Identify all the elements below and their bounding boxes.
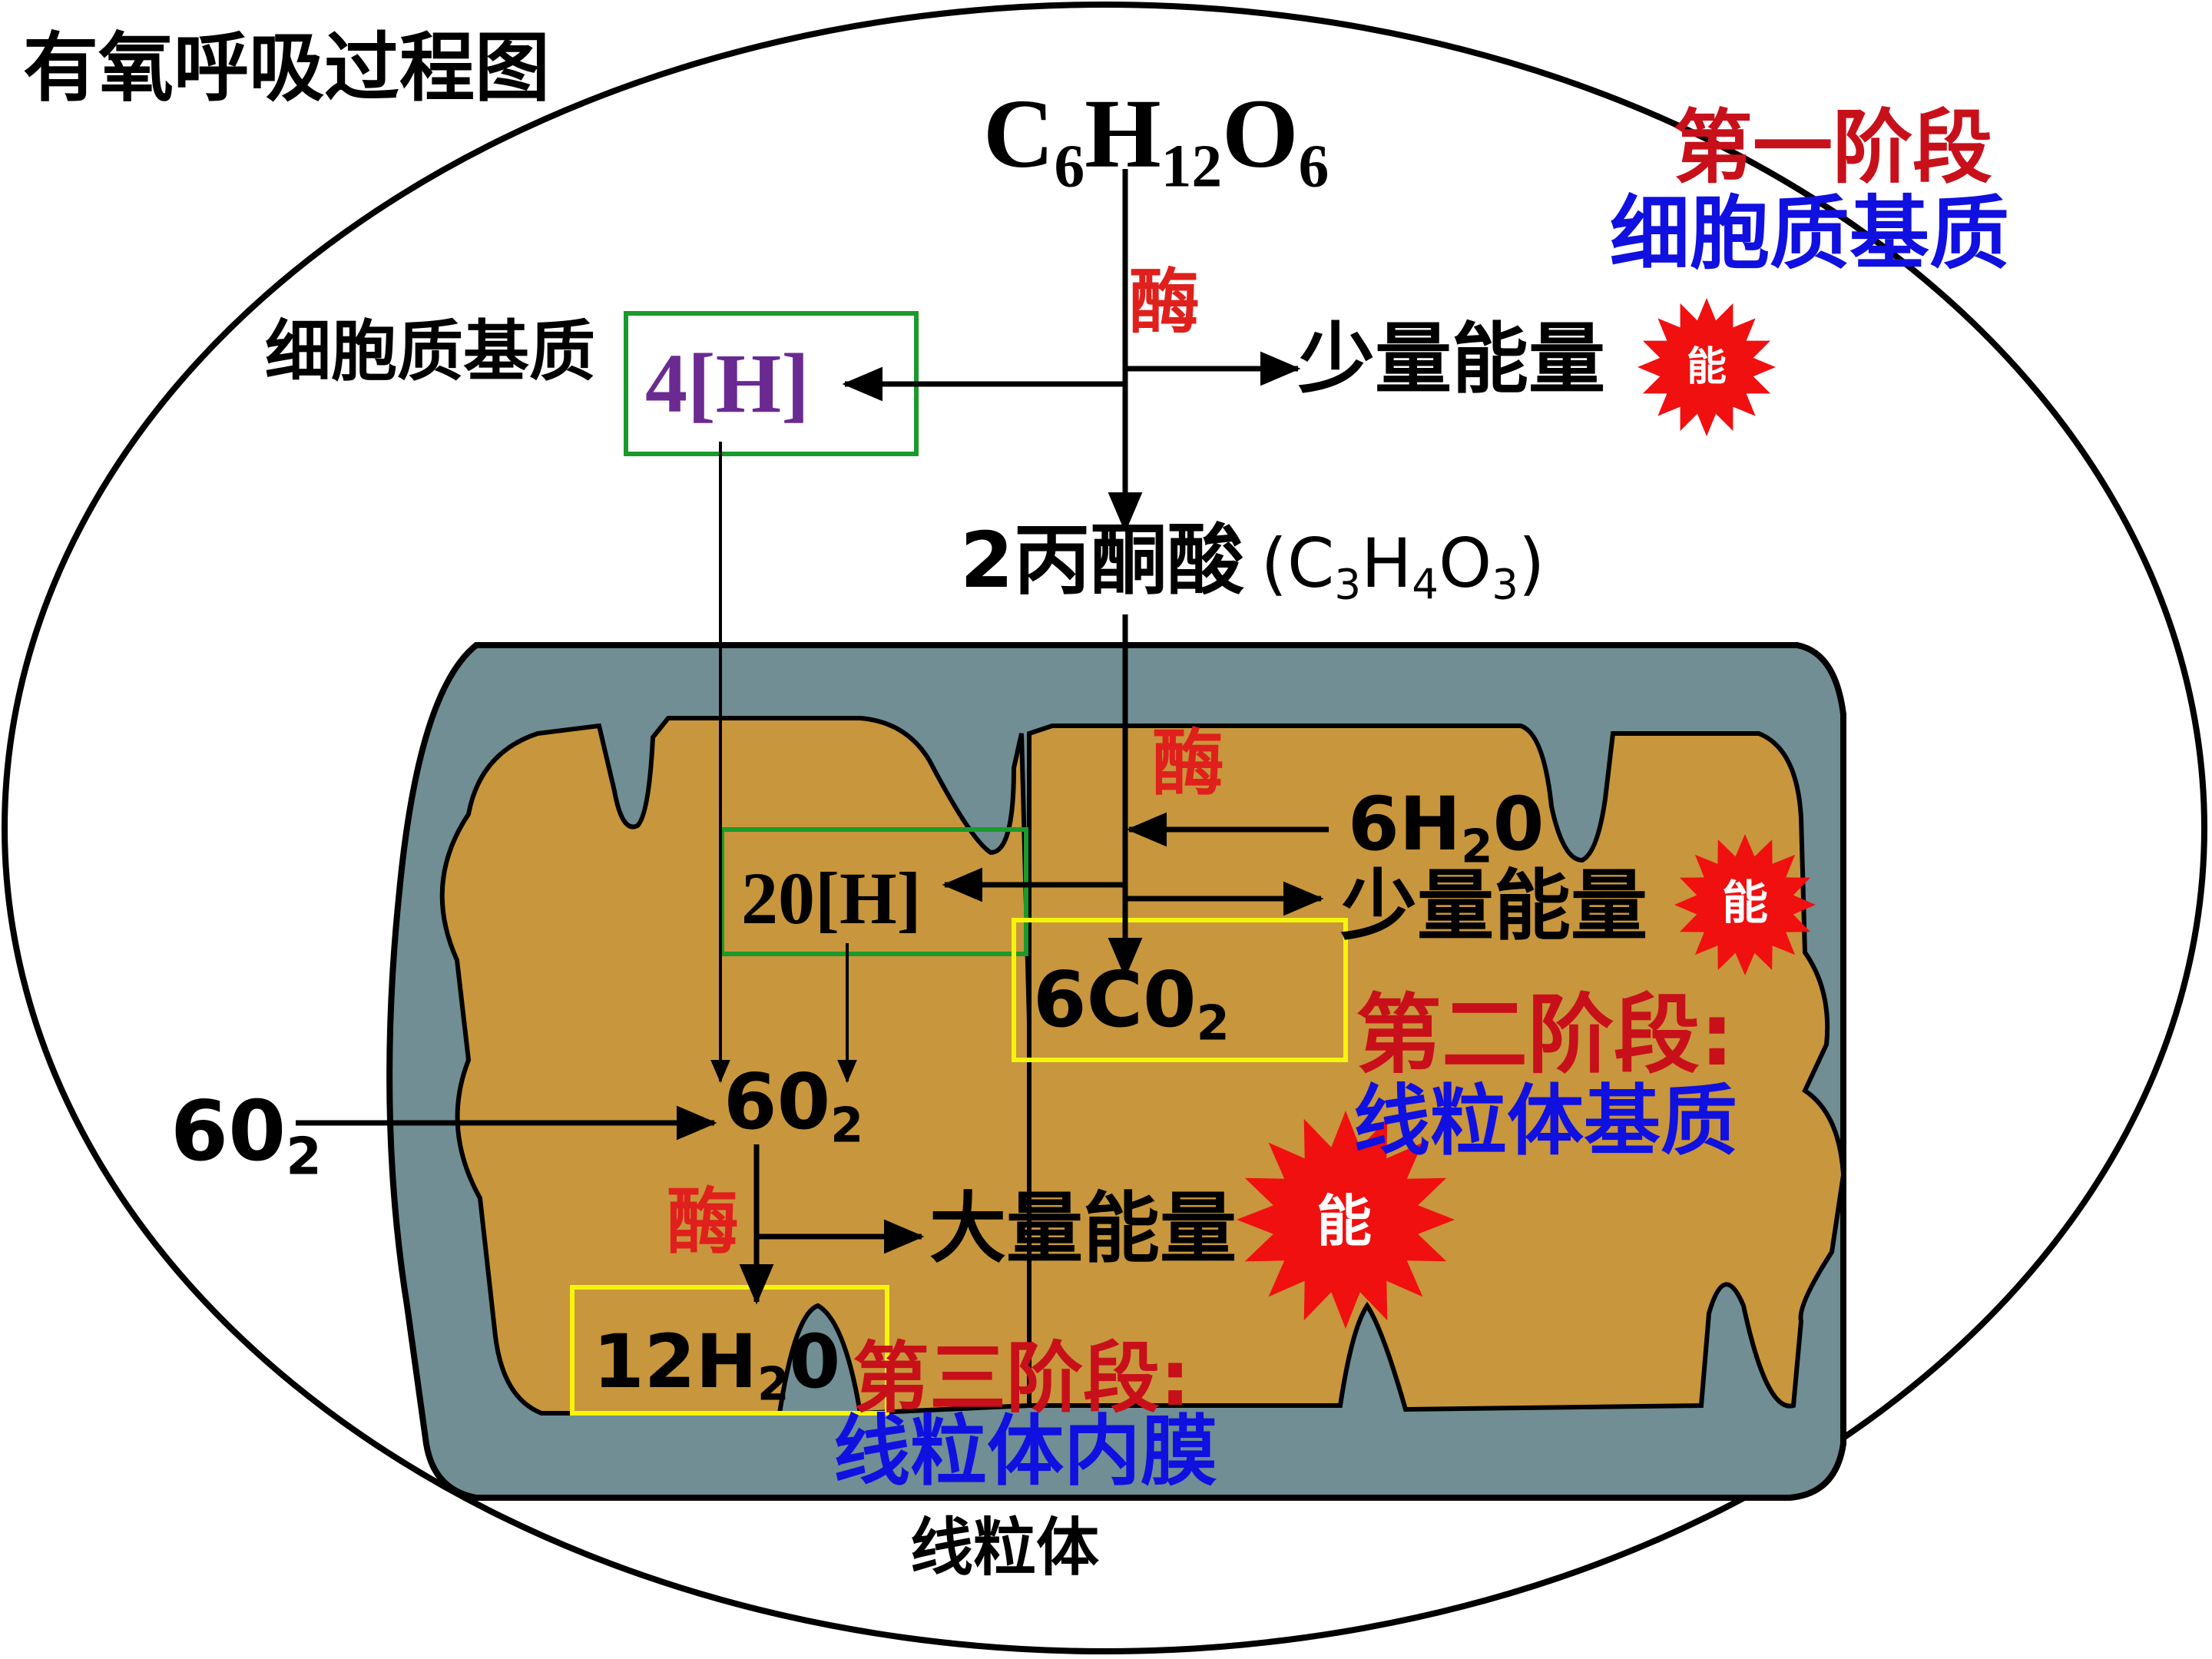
pyruvate-label: 2丙酮酸(C3H4O3) [960,515,1545,609]
stage2-energy-icon-label: 能 [1722,876,1768,930]
water-product: 12H20 [593,1319,841,1412]
mitochondrion-matrix-left [439,716,1031,1416]
stage1-location: 细胞质基质 [1610,187,2010,280]
stage1-enzyme: 酶 [1129,261,1200,343]
page-title: 有氧呼吸过程图 [23,25,551,112]
stage2-enzyme: 酶 [1152,722,1225,806]
glucose-formula: C6H12O6 [983,79,1330,200]
stage1-title: 第一阶段 [1673,101,1993,194]
mitochondrion-label: 线粒体 [910,1512,1100,1584]
oxygen-outside: 602 [171,1084,322,1187]
stage2-title: 第二阶段: [1356,985,1734,1085]
stage3-energy: 大量能量 [929,1184,1237,1273]
co2-box [1012,918,1348,1062]
stage3-energy-icon-label: 能 [1316,1189,1373,1253]
water-box [570,1285,889,1416]
energy-star-small-icon [1637,298,1776,436]
stage3-enzyme: 酶 [667,1181,740,1264]
oxygen-inside: 602 [724,1057,864,1154]
stage1-energy-icon-label: 能 [1686,344,1727,390]
stage2-hydrogen: 20[H] [741,857,922,939]
stage3-title: 第三阶段: [853,1333,1190,1423]
stage3-location: 线粒体内膜 [833,1406,1217,1496]
stage2-location: 线粒体基质 [1353,1076,1737,1166]
stage1-hydrogen: 4[H] [645,336,810,430]
cytoplasm-site-label: 细胞质基质 [265,313,595,390]
stage1-energy: 少量能量 [1298,314,1605,404]
energy-star-large-icon [1237,1111,1455,1329]
stage2-energy: 少量能量 [1340,861,1647,951]
co2-product: 6C02 [1033,955,1230,1051]
stage2-water-in: 6H20 [1348,781,1545,874]
energy-star-small-icon [1674,834,1816,975]
